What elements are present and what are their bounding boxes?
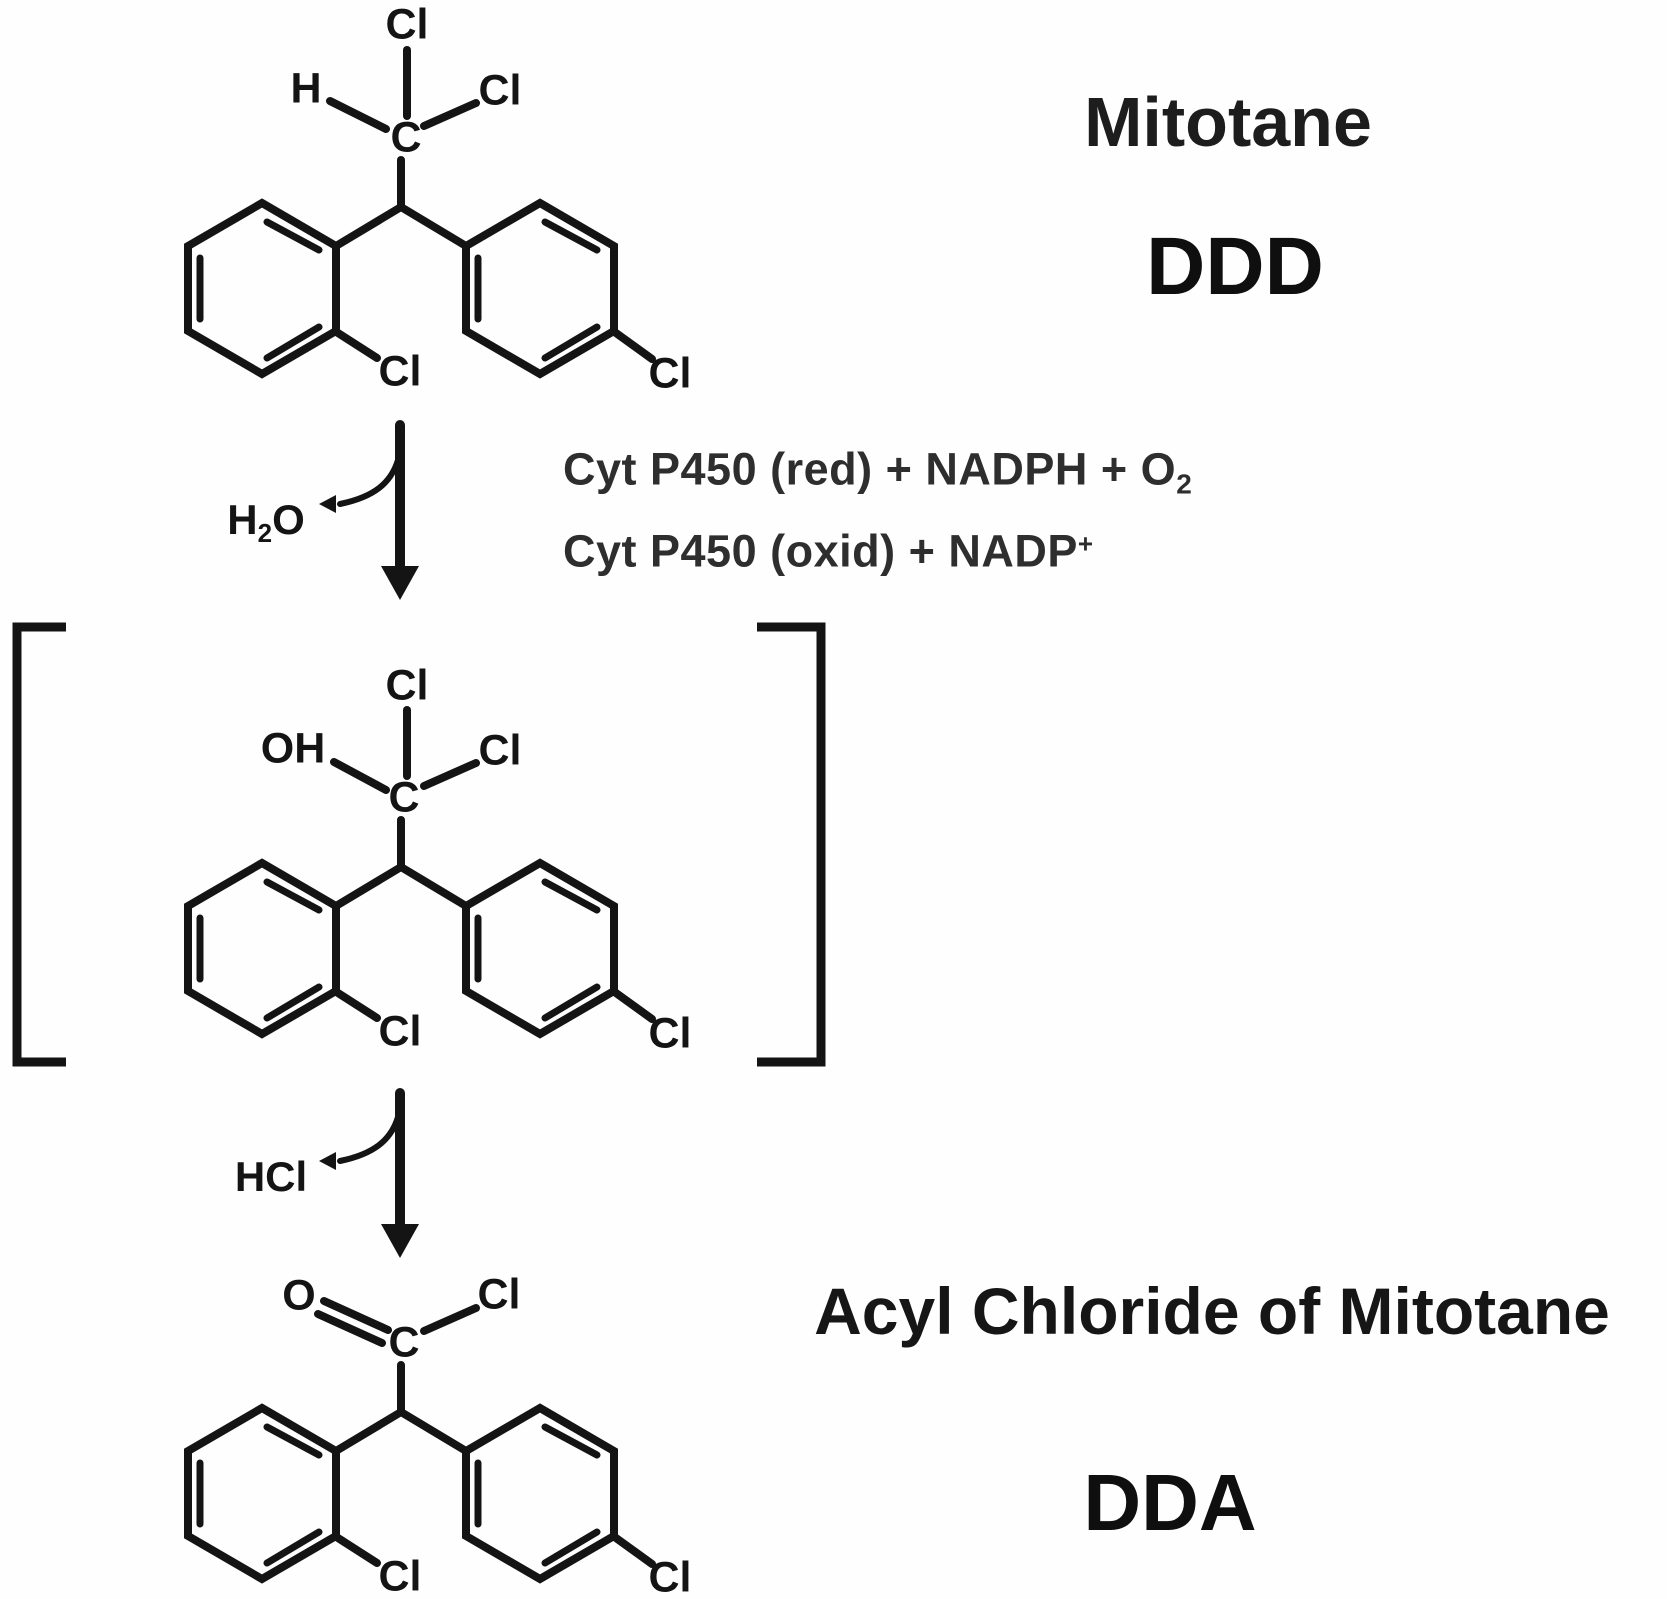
molecule-intermediate-skeleton (188, 706, 652, 1034)
ddd-abbr-label: DDD (1146, 221, 1324, 312)
dda-chlorine-side-label: Cl (477, 1270, 521, 1319)
condition-line-2: Cyt P450 (oxid) + NADP+ (563, 529, 1094, 574)
dda-abbr-label: DDA (1083, 1458, 1257, 1547)
byproduct-arrow-1 (319, 457, 401, 513)
intermediate-ring-left-cl-label: Cl (378, 1007, 422, 1056)
intermediate-chlorine-top-label: Cl (385, 661, 429, 710)
molecule-dda-skeleton (188, 1297, 652, 1579)
condition-line-1: Cyt P450 (red) + NADPH + O2 (563, 443, 1192, 499)
dda-oxygen-label: O (282, 1271, 316, 1320)
hcl-byproduct-label: HCl (234, 1153, 308, 1200)
dda-carbon-label: C (388, 1318, 420, 1367)
ddd-ring-right-cl-label: Cl (648, 349, 692, 398)
molecule-ddd-skeleton (188, 46, 652, 374)
intermediate-hydroxyl-label: OH (260, 724, 326, 773)
acyl-chloride-name-label: Acyl Chloride of Mitotane (814, 1274, 1610, 1348)
bracket-right (757, 622, 826, 1067)
intermediate-carbon-label: C (388, 773, 420, 822)
intermediate-chlorine-side-label: Cl (478, 726, 522, 775)
water-byproduct-label: H2O (227, 496, 305, 547)
ddd-carbon-label: C (390, 113, 422, 162)
dda-ring-right-cl-label: Cl (648, 1553, 692, 1599)
oxygen-subscript: 2 (1176, 468, 1193, 500)
bracket-left (12, 622, 66, 1067)
reaction-arrow-1 (381, 420, 419, 600)
water-h: H (227, 496, 258, 543)
byproduct-arrow-2 (319, 1114, 401, 1170)
water-subscript: 2 (257, 518, 273, 548)
mitotane-name-label: Mitotane (1084, 83, 1372, 161)
ddd-chlorine-side-label: Cl (478, 66, 522, 115)
water-o: O (272, 496, 305, 543)
condition-line-1-text: Cyt P450 (red) + NADPH + O (563, 443, 1177, 495)
ddd-chlorine-top-label: Cl (385, 0, 429, 49)
ddd-hydrogen-label: H (290, 64, 322, 113)
nadp-superscript: + (1077, 528, 1094, 559)
condition-line-2-text: Cyt P450 (oxid) + NADP (563, 525, 1078, 577)
intermediate-ring-right-cl-label: Cl (648, 1009, 692, 1058)
ddd-ring-left-cl-label: Cl (378, 347, 422, 396)
dda-ring-left-cl-label: Cl (378, 1552, 422, 1599)
